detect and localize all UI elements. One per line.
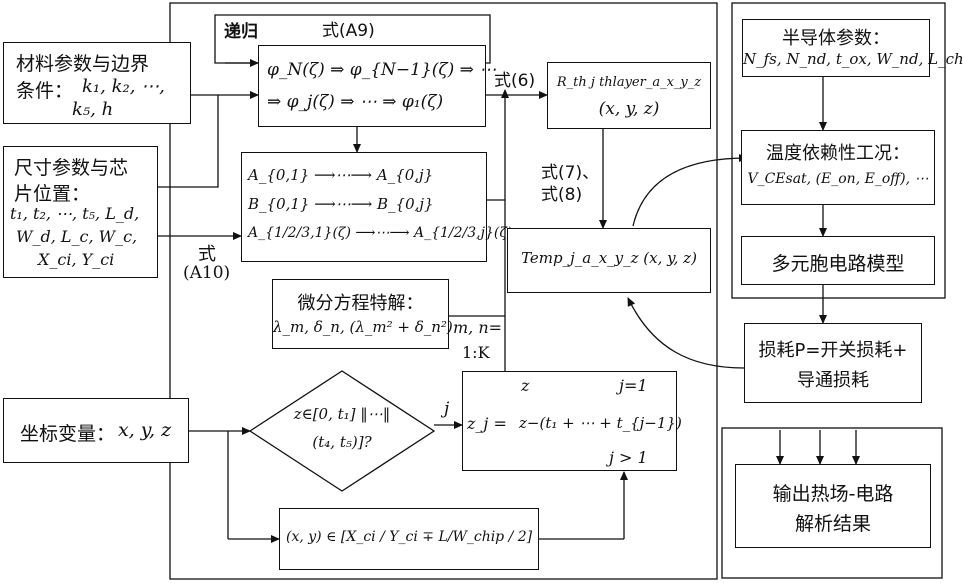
- decision-line-2: (t₄, t₅)]?: [312, 433, 372, 451]
- decision-diamond: [248, 370, 436, 492]
- recursion-box: φ_N(ζ) ⇒ φ_{N−1}(ζ) ⇒ ⋯ ⇒ φ_j(ζ) ⇒ ⋯ ⇒ φ…: [258, 45, 496, 127]
- multicell-model-label: 多元胞电路模型: [771, 253, 905, 275]
- loss-line-2: 导通损耗: [797, 370, 869, 391]
- semiconductor-vars: N_fs, N_nd, t_ox, W_nd, L_ch: [743, 50, 964, 68]
- zj-cond-1: j=1: [619, 376, 648, 395]
- thermal-title: 温度依赖性工况：: [766, 143, 910, 164]
- coord-box: 坐标变量： x, y, z: [3, 398, 189, 463]
- thermal-vars: V_CEsat, (E_on, E_off), ⋯: [747, 171, 929, 187]
- temperature-box: Temp_j_a_x_y_z (x, y, z): [507, 228, 711, 293]
- eq6-label: 式(6): [494, 71, 536, 91]
- decision-line-1: z∈[0, t₁] ‖⋯‖: [293, 405, 391, 423]
- decision-j-label: j: [444, 399, 450, 419]
- size-vars-c: X_ci, Y_ci: [38, 250, 115, 269]
- coefficients-box: A_{0,1} ⟶⋯⟶ A_{0,j} B_{0,1} ⟶⋯⟶ B_{0,j} …: [241, 152, 512, 262]
- coeff-line-a0: A_{0,1} ⟶⋯⟶ A_{0,j}: [248, 166, 434, 184]
- rth-symbol: R_th j thlayer_a_x_y_z: [556, 75, 702, 90]
- xy-range-expr: (x, y) ∈ [X_ci / Y_ci ∓ L/W_chip / 2]: [286, 529, 533, 545]
- coord-label: 坐标变量：: [20, 423, 116, 445]
- xy-range-box: (x, y) ∈ [X_ci / Y_ci ∓ L/W_chip / 2]: [279, 508, 539, 570]
- size-title: 尺寸参数与芯: [14, 157, 129, 179]
- zj-box: z_j = z j=1 z−(t₁ + ⋯ + t_{j−1}) j > 1: [462, 371, 682, 471]
- output-box: 输出热场-电路 解析结果: [735, 464, 931, 548]
- size-box: 尺寸参数与芯 片位置： t₁, t₂, ⋯, t₅, L_d, W_d, L_c…: [3, 146, 158, 278]
- recursion-tag: 递归: [224, 22, 258, 42]
- zj-lhs: z_j =: [467, 414, 507, 433]
- mn-range: 1:K: [462, 343, 490, 362]
- eq-a10-label: 式: [198, 244, 216, 265]
- mn-label: m, n=: [453, 318, 503, 337]
- semiconductor-frame: [731, 2, 946, 299]
- output-line-1: 输出热场-电路: [772, 483, 894, 505]
- recursion-line-2: ⇒ φ_j(ζ) ⇒ ⋯ ⇒ φ₁(ζ): [267, 92, 444, 112]
- semiconductor-box: 半导体参数： N_fs, N_nd, t_ox, W_nd, L_ch: [742, 19, 964, 77]
- material-box: 材料参数与边界 条件： k₁, k₂, ⋯, k₅, h: [3, 42, 191, 124]
- temperature-expr: Temp_j_a_x_y_z (x, y, z): [521, 249, 697, 267]
- rth-args: (x, y, z): [598, 99, 660, 119]
- multicell-model-box: 多元胞电路模型: [741, 236, 935, 285]
- coeff-line-a123: A_{1/2/3,1}(ζ) ⟶⋯⟶ A_{1/2/3,j}(ζ): [248, 225, 513, 241]
- loss-box: 损耗P=开关损耗+ 导通损耗: [744, 323, 922, 403]
- size-subtitle: 片位置：: [14, 183, 91, 205]
- zj-case-1: z: [521, 376, 530, 395]
- material-vars-b: k₅, h: [72, 99, 114, 120]
- material-title: 材料参数与边界: [16, 53, 150, 75]
- zj-cond-3: j > 1: [609, 448, 648, 467]
- zj-case-2: z−(t₁ + ⋯ + t_{j−1}): [519, 414, 682, 432]
- recursion-line-1: φ_N(ζ) ⇒ φ_{N−1}(ζ) ⇒ ⋯: [267, 60, 497, 80]
- coeff-line-b0: B_{0,1} ⟶⋯⟶ B_{0,j}: [248, 195, 434, 213]
- loss-line-1: 损耗P=开关损耗+: [758, 340, 908, 361]
- eq7-label: 式(7)、: [541, 163, 600, 183]
- size-vars-b: W_d, L_c, W_c,: [16, 227, 138, 246]
- material-vars-a: k₁, k₂, ⋯,: [82, 76, 165, 97]
- semiconductor-title: 半导体参数：: [782, 28, 890, 49]
- particular-title: 微分方程特解：: [297, 293, 424, 314]
- eq-a10-number: (A10): [183, 263, 231, 283]
- eq-a9-label: 式(A9): [322, 21, 375, 41]
- eq8-label: 式(8): [541, 185, 583, 205]
- rth-box: R_th j thlayer_a_x_y_z (x, y, z): [547, 62, 711, 129]
- core-frame: [169, 2, 718, 580]
- thermal-condition-box: 温度依赖性工况： V_CEsat, (E_on, E_off), ⋯: [741, 130, 935, 205]
- material-subtitle: 条件：: [16, 80, 74, 102]
- output-frame: [721, 427, 943, 579]
- size-vars-a: t₁, t₂, ⋯, t₅, L_d,: [10, 204, 140, 223]
- output-line-2: 解析结果: [794, 513, 871, 535]
- coord-vars: x, y, z: [118, 419, 172, 441]
- particular-expr: λ_m, δ_n, (λ_m² + δ_n²): [273, 318, 453, 336]
- particular-solution-box: 微分方程特解： λ_m, δ_n, (λ_m² + δ_n²): [272, 279, 453, 349]
